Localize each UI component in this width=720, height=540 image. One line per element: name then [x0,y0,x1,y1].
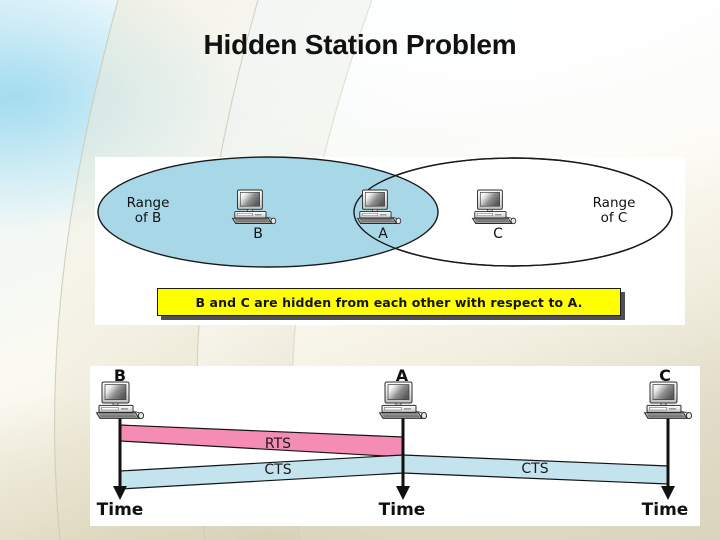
station-b-letter: B [253,226,263,242]
station-c-letter: C [493,226,503,242]
caption-callout-box: B and C are hidden from each other with … [157,288,621,316]
timeline-b-letter: B [113,366,127,385]
timeline-a-arrowhead [396,486,410,500]
timeline-c-letter: C [659,366,671,385]
timeline-c-arrowhead [661,486,675,500]
range-b-label: Range of B [112,196,184,226]
caption-text: B and C are hidden from each other with … [195,294,583,310]
timeline-a-time-label: Time [378,500,426,520]
station-a-letter: A [378,226,388,242]
page-title: Hidden Station Problem [203,29,517,60]
timeline-b-computer-icon [96,381,145,420]
cts-left-frame-label: CTS [264,462,292,478]
range-c-ellipse-outline [353,157,673,267]
timeline-a-computer-icon [379,381,428,420]
timeline-c-time-label: Time [641,500,689,520]
timeline-b-arrowhead [113,486,127,500]
range-c-label: Range of C [575,196,653,226]
range-c-label-line1: Range [592,195,636,211]
range-b-label-line2: of B [134,209,162,226]
timeline-b-time-label: Time [96,500,144,520]
range-b-label-line1: Range [126,195,170,211]
range-c-label-line2: of C [600,209,628,226]
rts-frame-label: RTS [264,436,292,452]
timeline-c-computer-icon [644,381,693,420]
cts-right-frame-label: CTS [521,461,549,477]
timeline-a-letter: A [395,366,409,385]
range-b-ellipse [97,156,439,268]
